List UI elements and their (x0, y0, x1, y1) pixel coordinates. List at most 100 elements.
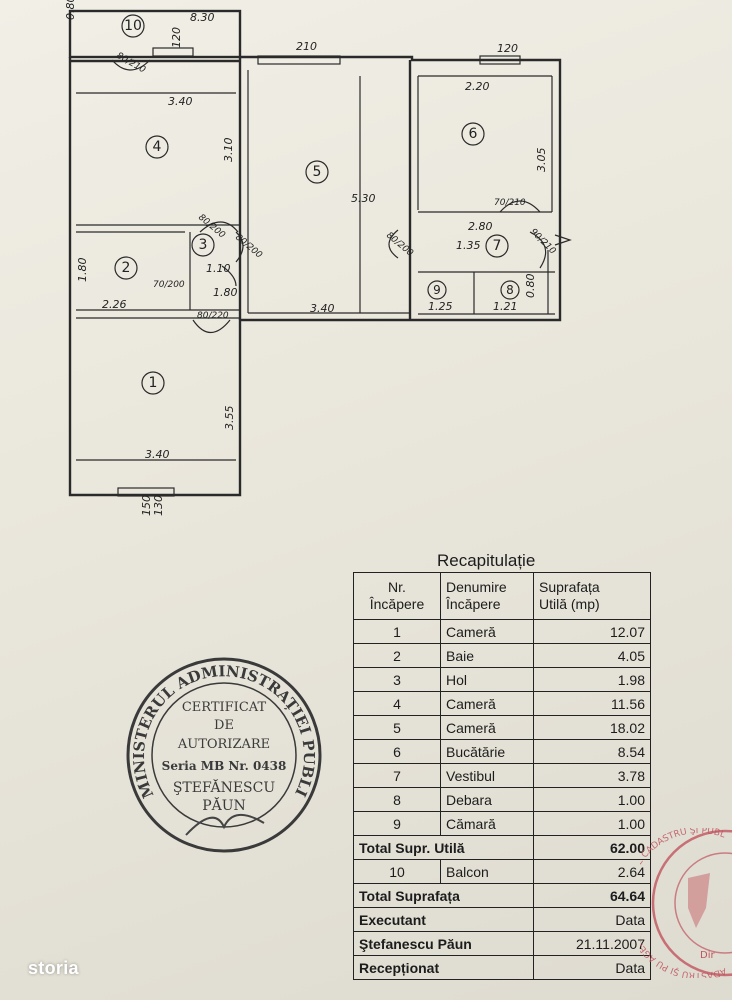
dim-label: 2.26 (102, 298, 127, 311)
cell-nr: 5 (353, 715, 441, 740)
author-name: Ştefanescu Păun (353, 931, 534, 956)
table-header-row: Nr. Încăpere Denumire Încăpere Suprafața… (353, 572, 651, 620)
room-marker-9: 9 (427, 280, 447, 300)
author-row: Ştefanescu Păun 21.11.2007 (353, 931, 651, 956)
room-marker-4: 4 (145, 135, 169, 159)
cell-name: Debara (440, 787, 534, 812)
dim-label: 3.05 (535, 148, 548, 173)
room-number: 6 (469, 126, 478, 142)
dim-label: 8.30 (190, 11, 215, 24)
room-marker-7: 7 (485, 234, 509, 258)
recap-title: Recapitulație (437, 551, 536, 570)
cell-area: 18.02 (533, 715, 651, 740)
executant-row: Executant Data (353, 907, 651, 932)
dim-label: 0.80 (524, 274, 537, 299)
room-marker-10: 10 (121, 14, 145, 38)
cell-nr: 9 (353, 811, 441, 836)
dim-label: 3.55 (223, 406, 236, 431)
dim-label: 0.80 (64, 0, 77, 20)
cell-name: Cameră (440, 715, 534, 740)
red-stamp-text: Dir (700, 950, 715, 961)
balcony-wall (68, 9, 242, 59)
door-label: 70/210 (494, 198, 526, 208)
door-label: 80/220 (197, 311, 229, 321)
cell-area: 8.54 (533, 739, 651, 764)
author-date: 21.11.2007 (533, 931, 651, 956)
dim-label: 1.25 (428, 300, 453, 313)
cell-nr: 1 (353, 619, 441, 644)
cell-name: Cameră (440, 691, 534, 716)
cell-area: 1.98 (533, 667, 651, 692)
total-value: 64.64 (533, 883, 651, 908)
dim-label: 3.40 (145, 448, 170, 461)
room-number: 1 (149, 375, 158, 391)
total-util-label: Total Supr. Utilă (353, 835, 534, 860)
stamp-line: DE (214, 718, 234, 733)
room-number: 10 (124, 18, 142, 34)
cell-name: Cameră (440, 619, 534, 644)
total-row: Total Suprafața 64.64 (353, 883, 651, 908)
cell-nr: 10 (353, 859, 441, 884)
total-label: Total Suprafața (353, 883, 534, 908)
header-area: Suprafața Utilă (mp) (533, 572, 651, 620)
dim-label: 3.40 (310, 302, 335, 315)
dim-label: 5.30 (351, 192, 376, 205)
executant-label: Executant (353, 907, 534, 932)
dim-label: 1.21 (493, 300, 518, 313)
total-util-row: Total Supr. Utilă 62.00 (353, 835, 651, 860)
room-number: 9 (433, 283, 441, 297)
cell-name: Hol (440, 667, 534, 692)
room-number: 8 (506, 283, 514, 297)
dim-label: 150 (140, 495, 153, 516)
cell-area: 2.64 (533, 859, 651, 884)
receptionat-date-label: Data (533, 955, 651, 980)
dim-label: 1.10 (206, 262, 231, 275)
receptionat-label: Recepționat (353, 955, 534, 980)
stamp-line: Seria MB Nr. 0438 (162, 759, 287, 773)
cell-nr: 7 (353, 763, 441, 788)
room-marker-5: 5 (305, 160, 329, 184)
floor-plan: 10 4 5 6 3 2 7 9 8 1 0.80 8.30 120 210 1… (64, 0, 572, 516)
dim-label: 1.80 (213, 286, 238, 299)
cadastre-stamp: ADASTRU ŞI PU AGENȚIA NAȚIONALĂ DE CADAS… (640, 828, 732, 978)
dim-label: 3.10 (222, 138, 235, 163)
cell-name: Baie (440, 643, 534, 668)
dim-label: 2.80 (468, 220, 493, 233)
dim-label: 3.40 (168, 95, 193, 108)
cell-name: Bucătărie (440, 739, 534, 764)
room-marker-1: 1 (141, 371, 165, 395)
header-name: Denumire Încăpere (440, 572, 534, 620)
room-marker-3: 3 (191, 233, 215, 257)
room-marker-6: 6 (461, 122, 485, 146)
signature-mark (185, 814, 265, 836)
cell-area: 1.00 (533, 811, 651, 836)
total-util-value: 62.00 (533, 835, 651, 860)
recap-table: Nr. Încăpere Denumire Încăpere Suprafața… (353, 572, 651, 980)
storia-logo: storia (28, 958, 79, 978)
coat-of-arms-icon (688, 873, 710, 928)
room-number: 5 (313, 164, 322, 180)
cell-name: Cămară (440, 811, 534, 836)
dim-label: 130 (152, 495, 165, 516)
cell-nr: 2 (353, 643, 441, 668)
dim-label: 2.20 (465, 80, 490, 93)
cell-name: Balcon (440, 859, 534, 884)
executant-date-label: Data (533, 907, 651, 932)
stamp-line: CERTIFICAT (182, 700, 267, 715)
room-number: 3 (199, 237, 208, 253)
stamp-line: ŞTEFĂNESCU (173, 778, 276, 796)
room-marker-8: 8 (500, 280, 520, 300)
dim-label: 210 (296, 40, 317, 53)
dim-label: 120 (497, 42, 518, 55)
cell-nr: 3 (353, 667, 441, 692)
stamp-line: AUTORIZARE (177, 737, 270, 752)
